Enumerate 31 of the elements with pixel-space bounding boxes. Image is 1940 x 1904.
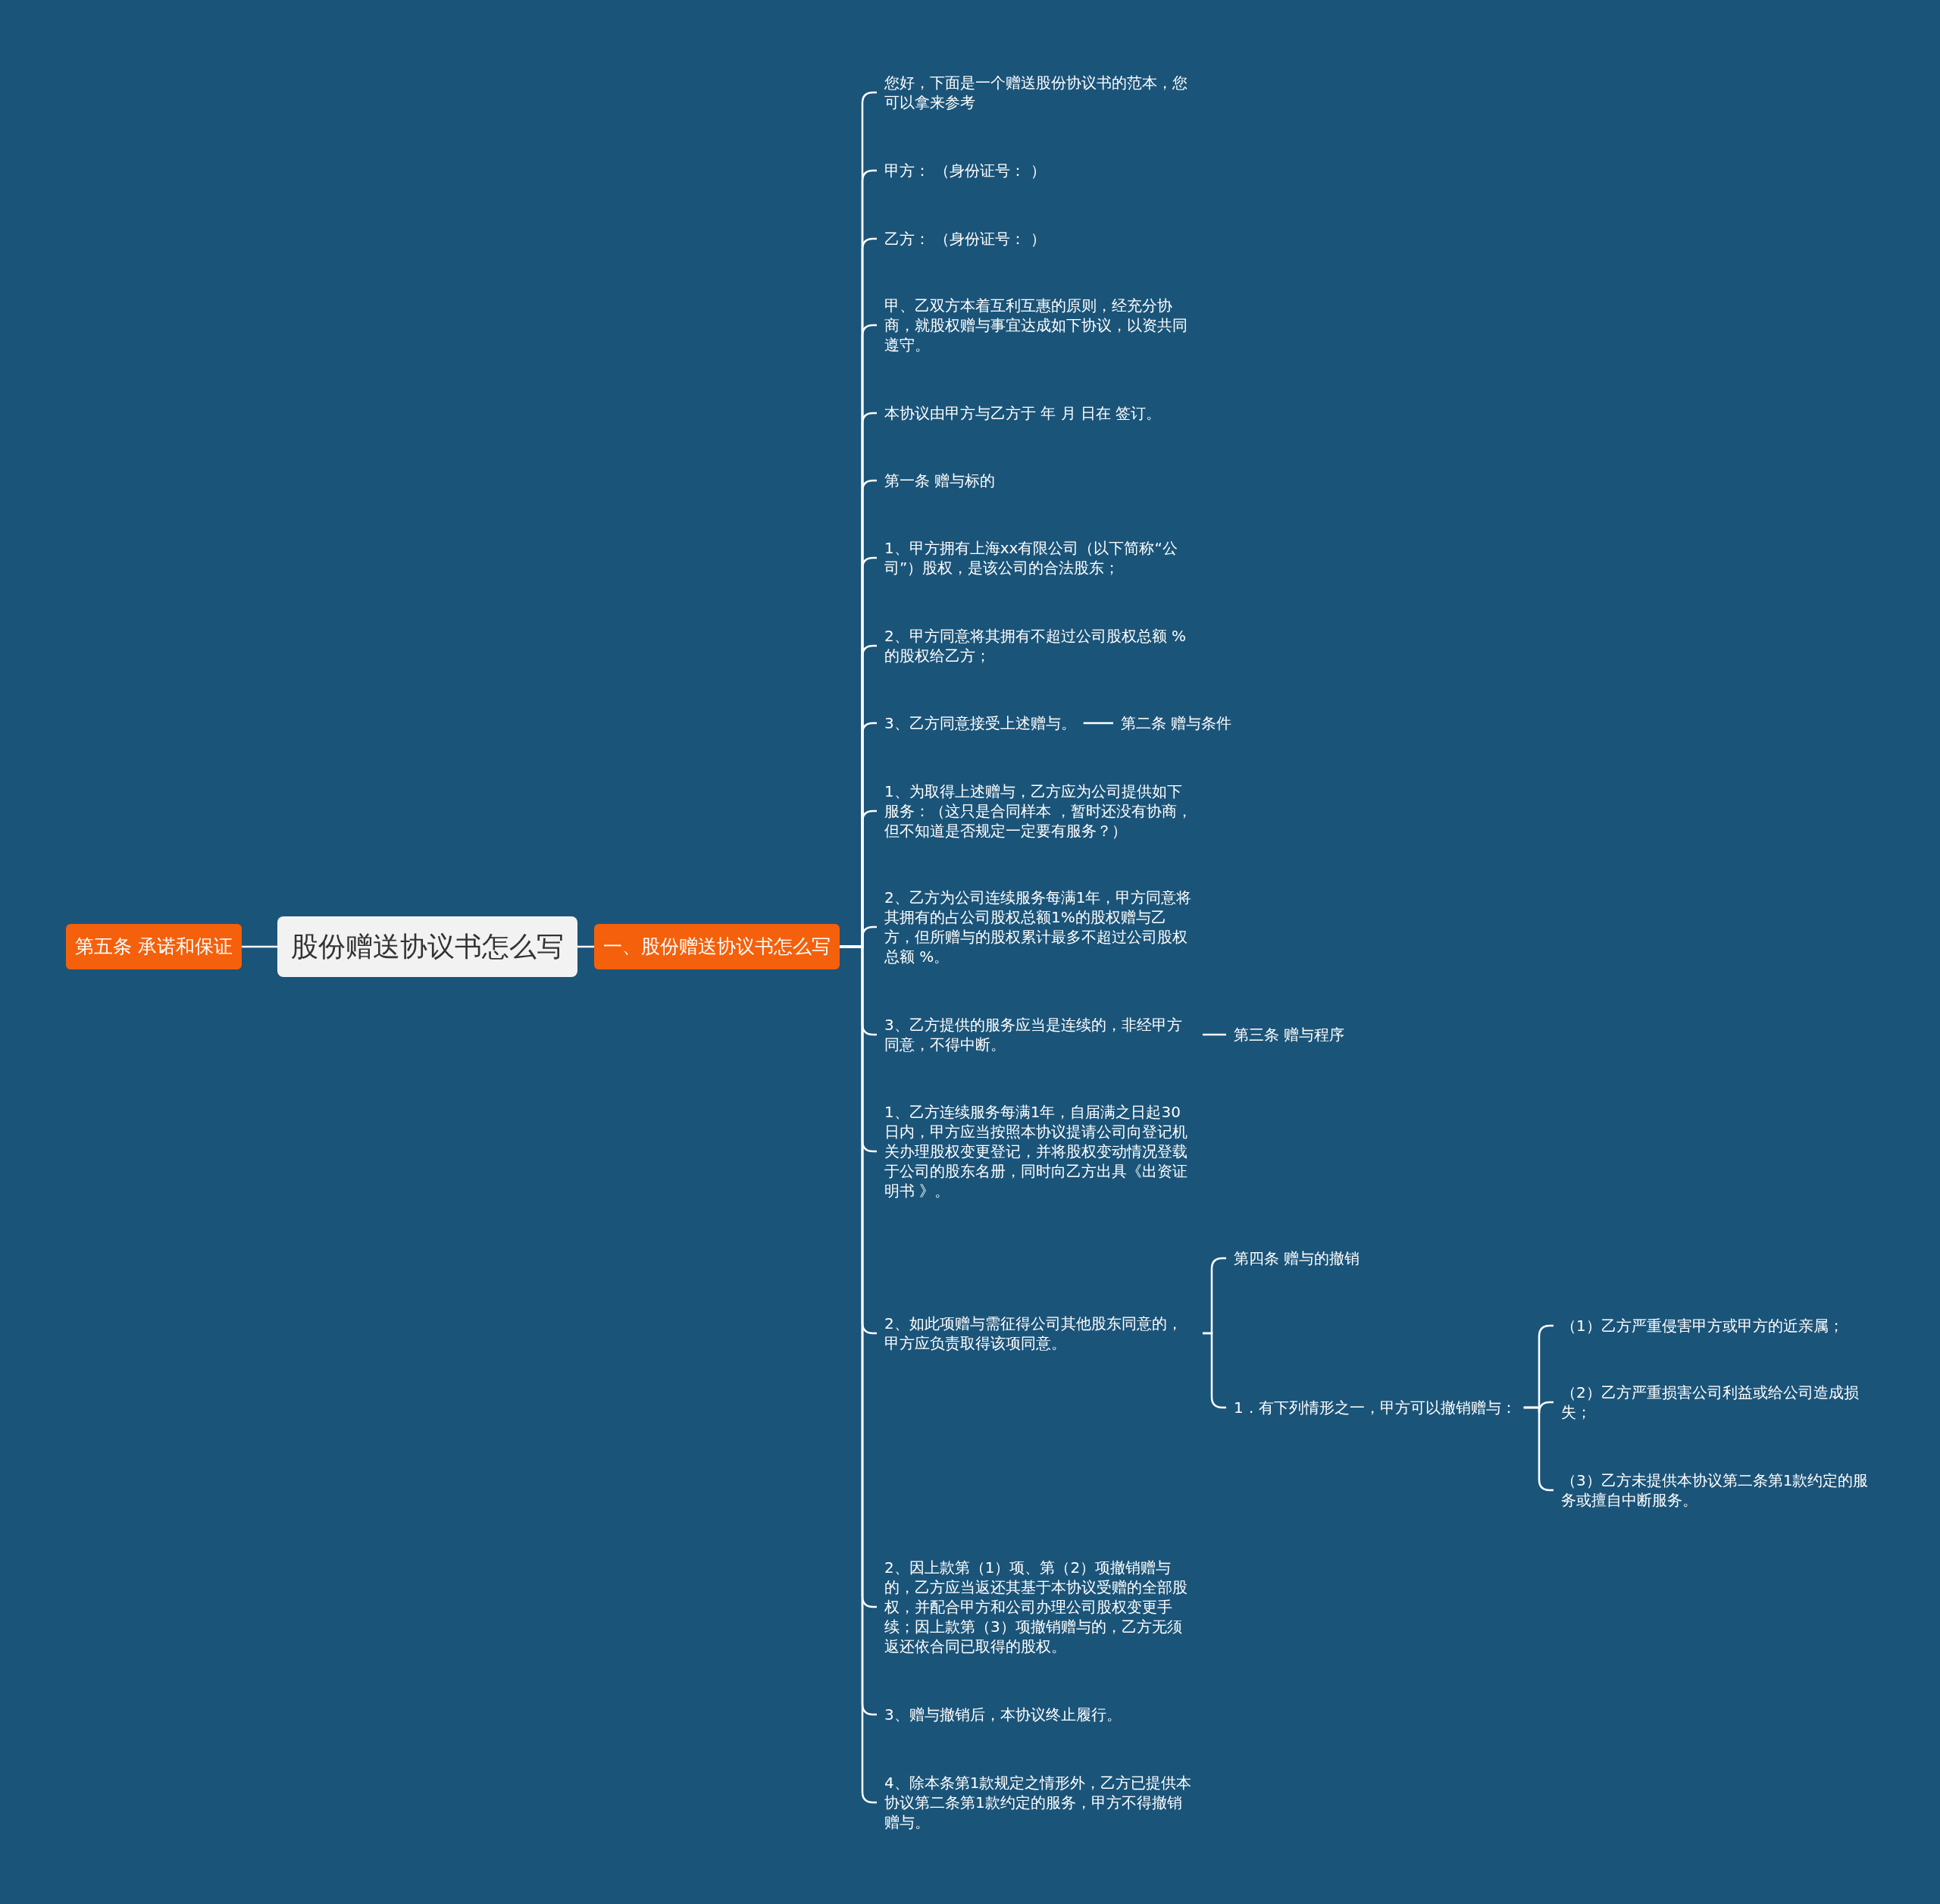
- topic-text: 3、乙方同意接受上述赠与。: [877, 713, 1084, 733]
- topic-text: （1）乙方严重侵害甲方或甲方的近亲属；: [1554, 1316, 1851, 1336]
- topic-text: 甲方： （身份证号： ）: [877, 161, 1053, 180]
- topic-box: 第五条 承诺和保证: [66, 924, 242, 969]
- topic-text: （2）乙方严重损害公司利益或给公司造成损失；: [1554, 1383, 1879, 1422]
- topic-text: 2、因上款第（1）项、第（2）项撤销赠与的，乙方应当返还其基于本协议受赠的全部股权，并配合甲方和公司办理公司股权变更手续；因上款第（3）项撤销赠与的，乙方无须返还依合同已取得的股权。: [877, 1558, 1203, 1656]
- topic-box: 一、股份赠送协议书怎么写: [594, 924, 840, 969]
- topic-text: 甲、乙双方本着互利互惠的原则，经充分协商，就股权赠与事宜达成如下协议，以资共同遵守。: [877, 296, 1203, 355]
- topic-text: 4、除本条第1款规定之情形外，乙方已提供本协议第二条第1款约定的服务，甲方不得撤销赠与。: [877, 1773, 1203, 1832]
- central-topic: 股份赠送协议书怎么写: [277, 916, 577, 977]
- topic-text: 3、乙方提供的服务应当是连续的，非经甲方同意，不得中断。: [877, 1015, 1203, 1054]
- connector-line: [1083, 722, 1113, 725]
- topic-text: 第二条 赠与条件: [1113, 713, 1240, 733]
- topic-text: 您好，下面是一个赠送股份协议书的范本，您可以拿来参考: [877, 73, 1203, 112]
- topic-text: 1、乙方连续服务每满1年，自届满之日起30日内，甲方应当按照本协议提请公司向登记机关办理股权变更登记，并将股权变动情况登载于公司的股东名册，同时向乙方出具《出资证明书 》。: [877, 1102, 1203, 1201]
- topic-text: 第三条 赠与程序: [1226, 1025, 1353, 1044]
- topic-text: 本协议由甲方与乙方于 年 月 日在 签订。: [877, 403, 1169, 423]
- topic-text: 1．有下列情形之一，甲方可以撤销赠与：: [1226, 1398, 1524, 1417]
- topic-text: （3）乙方未提供本协议第二条第1款约定的服务或擅自中断服务。: [1554, 1470, 1879, 1510]
- topic-text: 第四条 赠与的撤销: [1226, 1248, 1368, 1268]
- topic-text: 2、如此项赠与需征得公司其他股东同意的，甲方应负责取得该项同意。: [877, 1314, 1203, 1353]
- topic-text: 2、甲方同意将其拥有不超过公司股权总额 %的股权给乙方；: [877, 626, 1203, 665]
- connector-line: [241, 945, 277, 948]
- connector-line: [1203, 1033, 1226, 1036]
- connector-line: [577, 945, 594, 948]
- topic-text: 第一条 赠与标的: [877, 471, 1003, 490]
- topic-text: 3、赠与撤销后，本协议终止履行。: [877, 1705, 1129, 1724]
- topic-text: 1、甲方拥有上海xx有限公司（以下简称“公司”）股权，是该公司的合法股东；: [877, 538, 1203, 578]
- topic-text: 1、为取得上述赠与，乙方应为公司提供如下服务：（这只是合同样本 ，暂时还没有协商，但不知道是否规定一定要有服务？）: [877, 781, 1203, 841]
- topic-text: 2、乙方为公司连续服务每满1年，甲方同意将其拥有的占公司股权总额1%的股权赠与乙方，但所赠与的股权累计最多不超过公司股权总额 %。: [877, 888, 1203, 966]
- topic-text: 乙方： （身份证号： ）: [877, 229, 1053, 249]
